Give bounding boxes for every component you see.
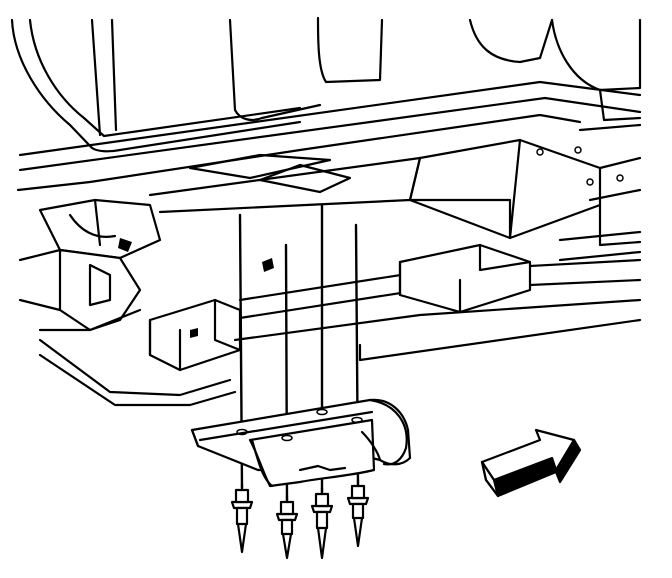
right-frame-rail (558, 123, 642, 262)
left-arch-inner (28, 18, 302, 138)
bracket-hole-2 (281, 434, 293, 442)
rivets (230, 478, 370, 560)
rocker-sill (233, 298, 642, 362)
shade-detail-2 (262, 258, 274, 272)
forward-arrow-icon (480, 428, 582, 498)
upper-panel-c (468, 18, 554, 64)
bracket-curl (368, 398, 408, 466)
bracket-cutout (250, 430, 382, 488)
bracket-flange-edge (190, 410, 374, 448)
floor-edge-top-2 (18, 96, 642, 172)
cross-rail-c (188, 153, 332, 180)
right-arch (550, 18, 642, 92)
rivet-icon (275, 494, 299, 560)
left-frame-rail-detail (68, 198, 117, 247)
left-mount-detail (88, 263, 112, 307)
upper-panel-b (316, 16, 384, 84)
bracket-hole-1 (236, 428, 248, 436)
right-arch-inner (598, 88, 642, 122)
rivet-icon (310, 486, 334, 560)
shade-detail-1 (118, 238, 132, 252)
lower-block-left-face (148, 298, 242, 372)
left-pillar (90, 18, 118, 137)
fastener-hole-3 (586, 178, 594, 186)
rivet-icon (346, 478, 370, 548)
middle-block-face (398, 243, 532, 314)
fastener-hole-4 (616, 174, 624, 182)
left-mount-bracket (58, 248, 142, 332)
bracket-lower-lip (298, 464, 347, 472)
cross-rail-a (148, 156, 422, 214)
bracket-hole-4 (351, 416, 363, 424)
right-rail-box (598, 203, 642, 247)
bracket-hole-3 (316, 408, 328, 416)
lower-body-edge (38, 338, 232, 397)
left-wheel-arch (10, 18, 302, 153)
rivet-icon (230, 482, 254, 554)
shade-detail-3 (190, 328, 198, 338)
mounting-bracket (190, 398, 412, 488)
middle-block (398, 243, 532, 314)
left-frame-rail (38, 198, 162, 260)
vehicle-underbody (10, 16, 642, 407)
floor-edge-top (18, 80, 642, 157)
lower-body-edge-2 (38, 353, 237, 407)
upper-panel-a (228, 18, 322, 121)
lower-frame-front (18, 248, 142, 332)
cross-member-center-face (408, 138, 522, 240)
arrow-side-face (494, 440, 580, 496)
fastener-hole-1 (536, 148, 544, 156)
floor-panel-front (16, 113, 582, 192)
fastener-hole-2 (574, 146, 582, 154)
cross-member-center (408, 138, 602, 240)
